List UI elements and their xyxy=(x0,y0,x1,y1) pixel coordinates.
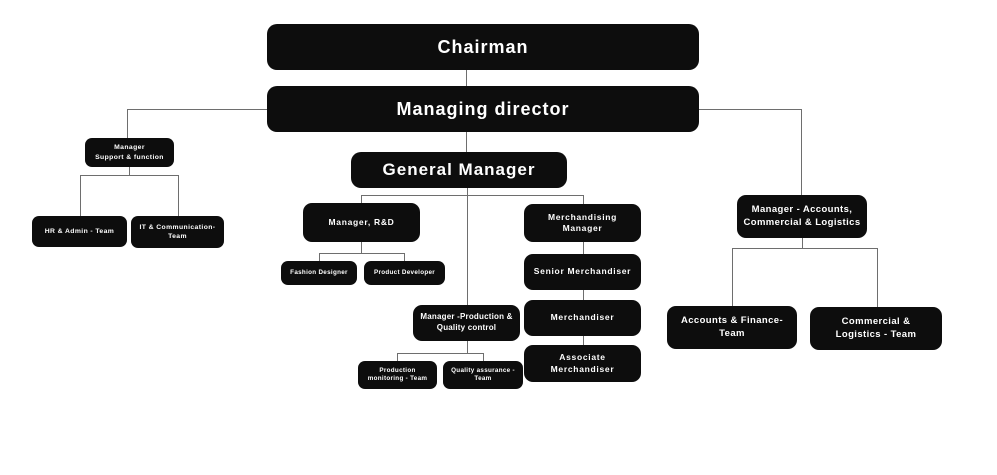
org-node-commercial-logistics-team: Commercial & Logistics - Team xyxy=(810,307,942,350)
connector-chairman-managing-director xyxy=(466,70,467,86)
org-node-senior-merchandiser: Senior Merchandiser xyxy=(524,254,641,290)
connector-accounts-stub xyxy=(802,238,803,248)
connector-managing-director-general-manager xyxy=(466,132,467,152)
connector-to-it-communication xyxy=(178,175,179,216)
connector-accounts-split xyxy=(732,248,877,249)
connector-to-manager-rd xyxy=(361,195,362,203)
connector-rd-stub xyxy=(361,242,362,253)
connector-managing-director-left xyxy=(127,109,267,110)
connector-to-commercial-logistics xyxy=(877,248,878,307)
connector-support-split xyxy=(80,175,178,176)
org-node-manager-accounts-commercial-logistics: Manager - Accounts, Commercial & Logisti… xyxy=(737,195,867,238)
org-node-manager-rd: Manager, R&D xyxy=(303,203,420,242)
org-node-product-developer: Product Developer xyxy=(364,261,445,285)
org-node-manager-production-quality: Manager -Production & Quality control xyxy=(413,305,520,341)
org-node-accounts-finance-team: Accounts & Finance- Team xyxy=(667,306,797,349)
org-node-quality-assurance-team: Quality assurance - Team xyxy=(443,361,523,389)
org-node-managing-director: Managing director xyxy=(267,86,699,132)
connector-to-product-developer xyxy=(404,253,405,261)
connector-production-stub xyxy=(467,341,468,353)
connector-merchandiser-associate xyxy=(583,336,584,345)
connector-to-quality-assurance xyxy=(483,353,484,361)
org-node-fashion-designer: Fashion Designer xyxy=(281,261,357,285)
org-node-hr-admin-team: HR & Admin - Team xyxy=(32,216,127,247)
connector-general-manager-spine xyxy=(467,188,468,305)
org-node-merchandiser: Merchandiser xyxy=(524,300,641,336)
connector-to-hr-admin xyxy=(80,175,81,216)
connector-to-merchandising-manager xyxy=(583,195,584,204)
connector-to-production-monitoring xyxy=(397,353,398,361)
org-node-it-communication-team: IT & Communication- Team xyxy=(131,216,224,248)
connector-to-manager-accounts xyxy=(801,109,802,195)
org-node-chairman: Chairman xyxy=(267,24,699,70)
connector-merchandising-senior xyxy=(583,242,584,254)
connector-to-fashion-designer xyxy=(319,253,320,261)
org-node-manager-support-function: Manager Support & function xyxy=(85,138,174,167)
connector-support-stub xyxy=(129,167,130,175)
connector-to-accounts-finance xyxy=(732,248,733,306)
org-node-production-monitoring-team: Production monitoring - Team xyxy=(358,361,437,389)
org-node-associate-merchandiser: Associate Merchandiser xyxy=(524,345,641,382)
org-node-merchandising-manager: Merchandising Manager xyxy=(524,204,641,242)
connector-managing-director-right xyxy=(699,109,801,110)
org-node-general-manager: General Manager xyxy=(351,152,567,188)
connector-to-manager-support xyxy=(127,109,128,138)
connector-rd-split xyxy=(319,253,404,254)
connector-production-split xyxy=(397,353,483,354)
connector-senior-merchandiser xyxy=(583,290,584,300)
connector-general-manager-split xyxy=(361,195,583,196)
